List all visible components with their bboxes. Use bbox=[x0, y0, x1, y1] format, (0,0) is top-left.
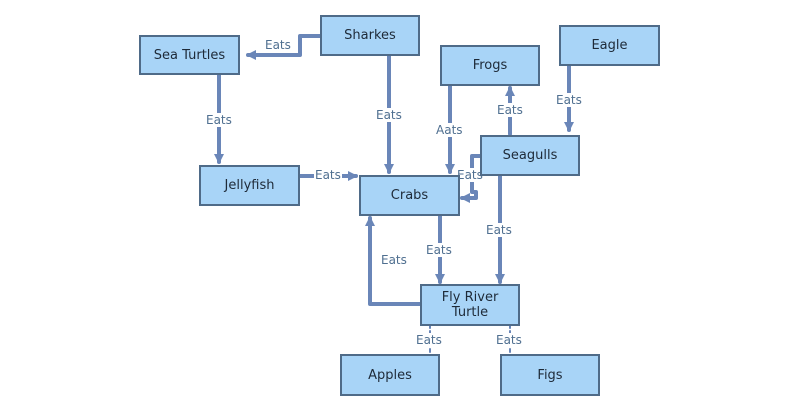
edge-fly-river-turtle-crabs bbox=[365, 216, 422, 306]
edge-label-frogs-crabs: Aats bbox=[435, 123, 464, 137]
node-seagulls[interactable]: Seagulls bbox=[480, 135, 580, 176]
node-apples[interactable]: Apples bbox=[340, 354, 440, 396]
edge-label-fly-river-turtle-apples: Eats bbox=[415, 333, 443, 347]
node-figs[interactable]: Figs bbox=[500, 354, 600, 396]
edge-label-fly-river-turtle-figs: Eats bbox=[495, 333, 523, 347]
edge-label-seagulls-fly-river-turtle: Eats bbox=[485, 223, 513, 237]
edge-label-eagle-seagulls: Eats bbox=[555, 93, 583, 107]
node-crabs[interactable]: Crabs bbox=[359, 175, 460, 216]
edge-label-seagulls-crabs: Eats bbox=[456, 168, 484, 182]
edge-label-sharkes-sea-turtles: Eats bbox=[264, 38, 292, 52]
edge-label-jellyfish-crabs: Eats bbox=[314, 168, 342, 182]
edge-label-sea-turtles-jellyfish: Eats bbox=[205, 113, 233, 127]
edge-label-fly-river-turtle-crabs: Eats bbox=[380, 253, 408, 267]
node-sea-turtles[interactable]: Sea Turtles bbox=[139, 35, 240, 75]
node-eagle[interactable]: Eagle bbox=[559, 25, 660, 66]
edge-label-seagulls-frogs: Eats bbox=[496, 103, 524, 117]
node-jellyfish[interactable]: Jellyfish bbox=[199, 165, 300, 206]
edge-label-crabs-fly-river-turtle: Eats bbox=[425, 243, 453, 257]
edge-seagulls-crabs bbox=[460, 154, 483, 203]
node-frogs[interactable]: Frogs bbox=[440, 45, 540, 86]
node-fly-river-turtle[interactable]: Fly River Turtle bbox=[420, 284, 520, 326]
edge-sharkes-sea-turtles bbox=[246, 34, 322, 60]
edge-label-sharkes-crabs: Eats bbox=[375, 108, 403, 122]
node-sharkes[interactable]: Sharkes bbox=[320, 15, 420, 56]
